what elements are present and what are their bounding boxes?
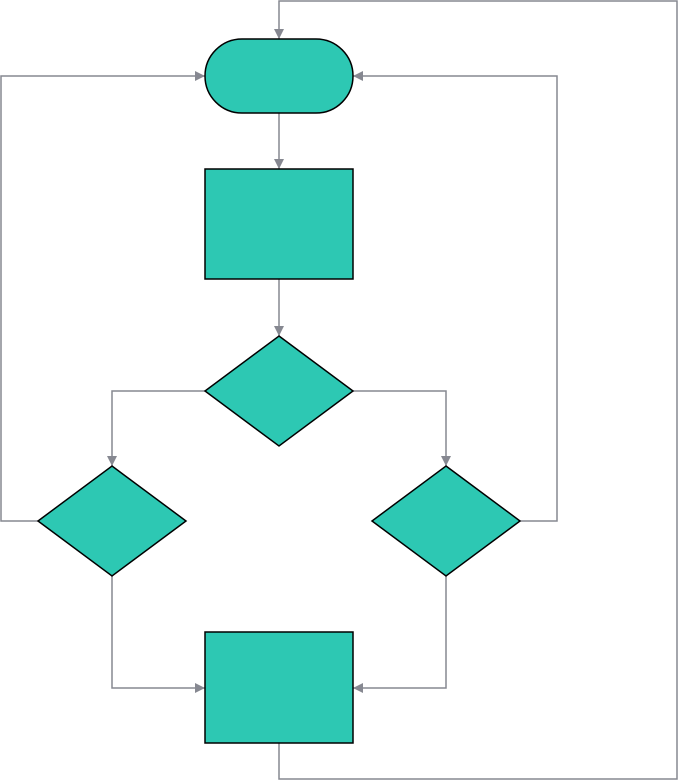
decision-right-node xyxy=(370,465,522,577)
edge-decision-right-to-process-2 xyxy=(353,576,447,693)
edge-decision-1-to-decision-left xyxy=(107,390,205,466)
edge-decision-left-to-process-2 xyxy=(111,576,205,693)
edge-decision-right-to-start xyxy=(353,71,558,522)
decision-left-node xyxy=(36,465,188,577)
process-2-node xyxy=(204,631,354,744)
process-1-node xyxy=(204,168,354,280)
edge-decision-1-to-decision-right xyxy=(353,390,451,466)
edge-decision-left-to-start xyxy=(0,71,205,522)
decision-1-node xyxy=(203,335,355,447)
start-terminal-node xyxy=(204,38,354,114)
edge-process-2-to-start xyxy=(274,0,678,780)
